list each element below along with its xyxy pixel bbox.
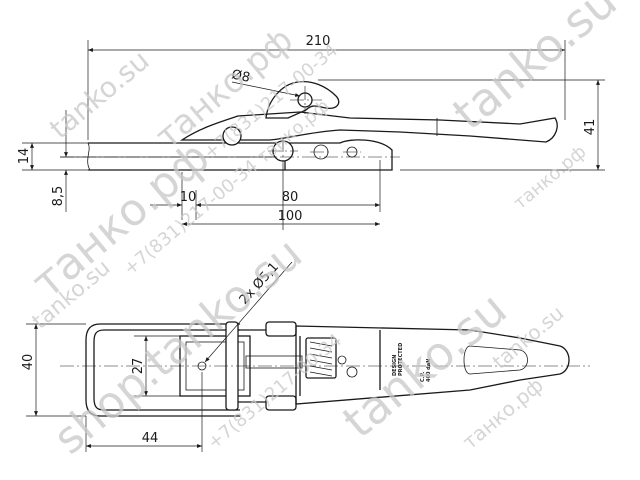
- watermark: tanko.su: [442, 0, 626, 140]
- svg-text:C.P.: C.P.: [420, 372, 426, 382]
- leader-d8: [231, 81, 301, 97]
- dim-41: 41: [583, 119, 598, 136]
- spring: [245, 337, 358, 379]
- catch-plate: [285, 139, 393, 171]
- watermark: +7(831)217-00-34: [204, 330, 346, 454]
- watermark: танко.рф: [458, 373, 548, 454]
- base-plate-break: [87, 142, 91, 171]
- svg-text:DESIGN: DESIGN: [392, 355, 398, 376]
- lever-arm: [179, 111, 558, 143]
- lever-slot: [463, 345, 528, 375]
- dim-40: 40: [21, 354, 36, 371]
- dim-80: 80: [282, 190, 299, 205]
- dim-210: 210: [306, 34, 331, 49]
- leader-mount-holes: [204, 261, 293, 363]
- side-view: 210 Ø8 41 14 8,5 10 80 100: [17, 34, 605, 230]
- stirrup-loop: [85, 323, 240, 417]
- dim-10: 10: [180, 190, 197, 205]
- stamp-load: C.P. 400 daN: [420, 359, 432, 382]
- stamp-brand: DESIGN PROTECTED: [392, 343, 404, 376]
- lever-body-plan: [295, 325, 570, 405]
- mount-hole: [197, 361, 207, 371]
- hinge-top: [265, 321, 297, 337]
- dim-100: 100: [278, 209, 303, 224]
- main-pivot: [222, 126, 242, 146]
- watermark: танко.рф: [510, 141, 591, 213]
- watermark: tanko.su: [43, 44, 155, 146]
- dim-27: 27: [131, 358, 146, 375]
- dim-44: 44: [142, 431, 159, 446]
- dim-d8: Ø8: [230, 67, 251, 86]
- dim-14: 14: [17, 148, 32, 165]
- stirrup-inner: [93, 329, 240, 411]
- svg-text:PROTECTED: PROTECTED: [398, 343, 404, 376]
- hook: [265, 80, 340, 119]
- svg-text:400 daN: 400 daN: [426, 359, 432, 382]
- dim-8-5: 8,5: [51, 186, 66, 207]
- watermark-layer: tanko.su танко.рф +7(831)217-00-34 tanko…: [22, 0, 627, 464]
